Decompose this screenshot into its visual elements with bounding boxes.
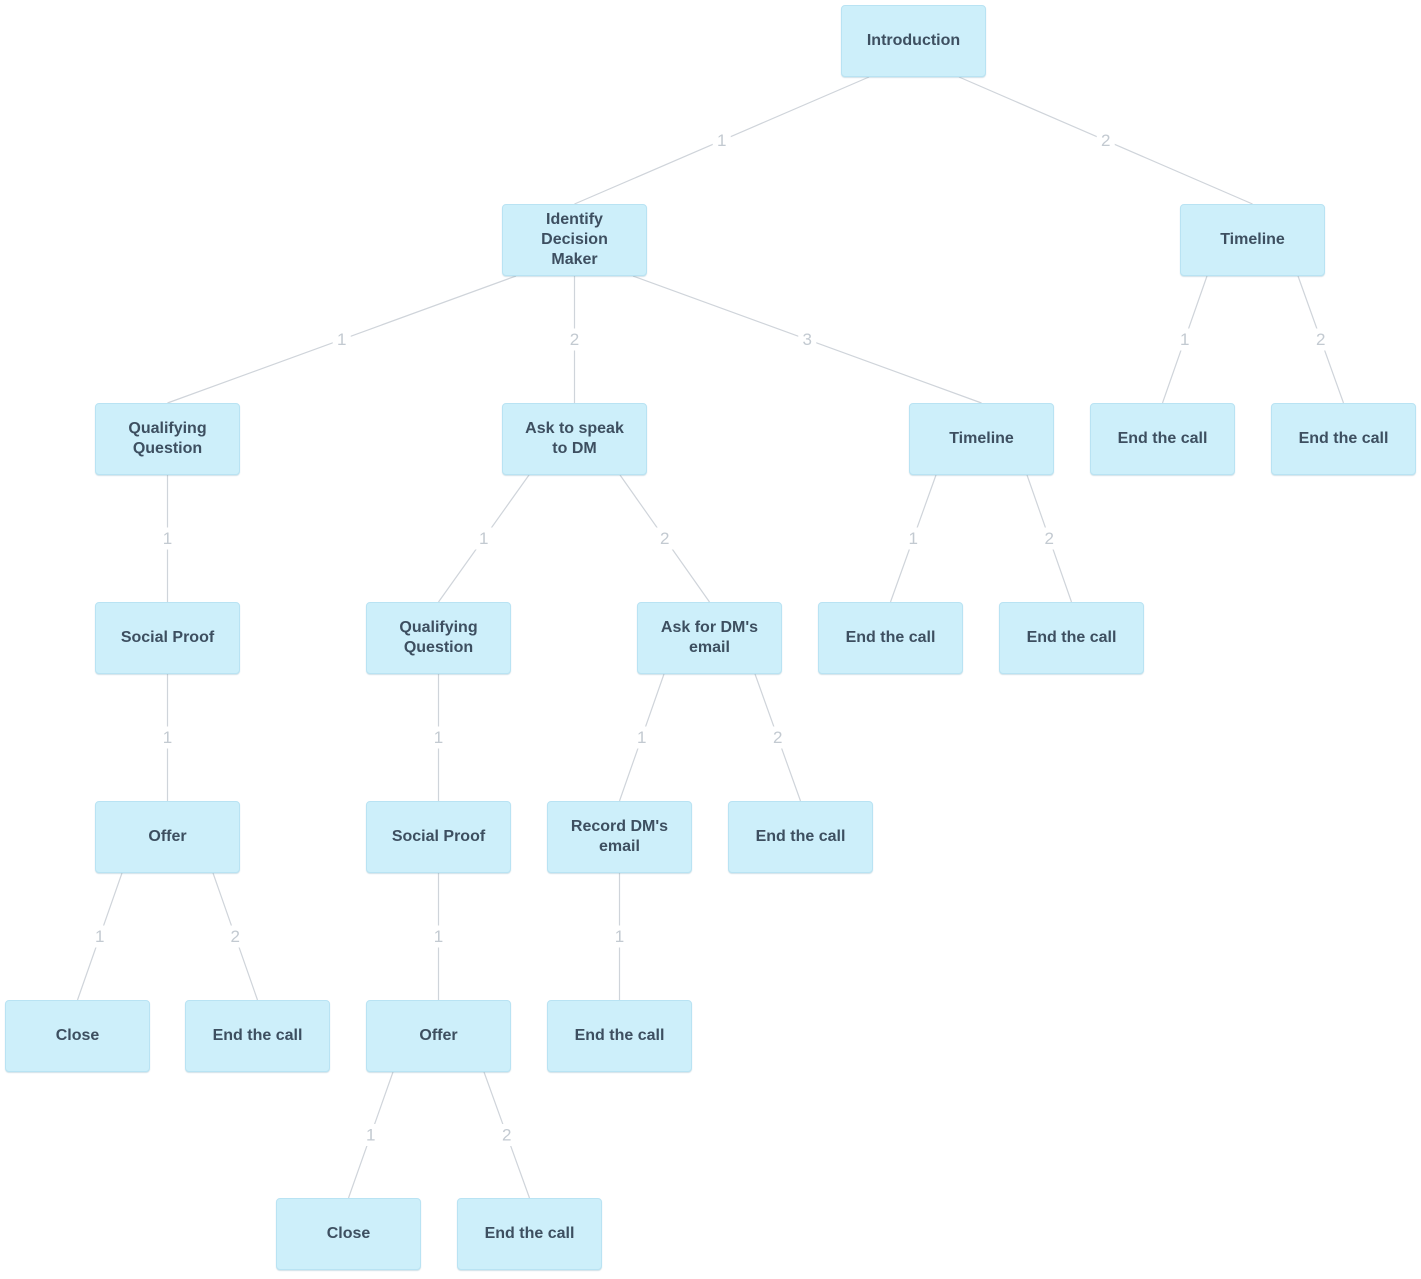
edge-label: 2 <box>1101 131 1110 150</box>
node-end-the-call[interactable]: End the call <box>1271 403 1416 475</box>
edge-label-background <box>1175 328 1194 351</box>
edge-label-background <box>655 527 674 550</box>
edge-label: 1 <box>434 728 443 747</box>
edge-label: 1 <box>637 728 646 747</box>
node-offer[interactable]: Offer <box>366 1000 511 1072</box>
edge-label: 1 <box>434 927 443 946</box>
node-label: End the call <box>845 629 936 646</box>
edge-label-background <box>226 925 245 948</box>
node-end-the-call[interactable]: End the call <box>457 1198 602 1270</box>
edge-label-background <box>429 925 448 948</box>
node-end-the-call[interactable]: End the call <box>818 602 963 674</box>
node-label: Ask for DM's email <box>660 619 759 656</box>
edge-label-background <box>332 328 351 351</box>
edge-label-background <box>474 527 493 550</box>
node-label: End the call <box>574 1027 665 1044</box>
edge-label: 1 <box>909 529 918 548</box>
node-end-the-call[interactable]: End the call <box>999 602 1144 674</box>
edge-label: 1 <box>337 330 346 349</box>
node-ask-to-speak-to-dm[interactable]: Ask to speak to DM <box>502 403 647 475</box>
edge-label: 3 <box>803 330 812 349</box>
node-end-the-call[interactable]: End the call <box>547 1000 692 1072</box>
edge-label: 2 <box>231 927 240 946</box>
node-label: End the call <box>212 1027 303 1044</box>
edge-label: 2 <box>1316 330 1325 349</box>
node-label: Record DM's email <box>570 818 669 855</box>
node-label: End the call <box>1298 430 1389 447</box>
node-label: End the call <box>1026 629 1117 646</box>
node-social-proof[interactable]: Social Proof <box>366 801 511 873</box>
node-close[interactable]: Close <box>5 1000 150 1072</box>
node-label: Introduction <box>866 32 961 49</box>
edge-label-background <box>1096 129 1115 152</box>
node-label: End the call <box>484 1225 575 1242</box>
node-label: Close <box>326 1225 371 1242</box>
node-record-dm-s-email[interactable]: Record DM's email <box>547 801 692 873</box>
node-timeline[interactable]: Timeline <box>1180 204 1325 276</box>
node-label: Timeline <box>1220 231 1285 248</box>
node-label: End the call <box>1117 430 1208 447</box>
node-end-the-call[interactable]: End the call <box>185 1000 330 1072</box>
edge-label-background <box>429 726 448 749</box>
node-identify-decision-maker[interactable]: Identify Decision Maker <box>502 204 647 276</box>
edge-label: 1 <box>1180 330 1189 349</box>
edge-label-background <box>90 925 109 948</box>
node-label: End the call <box>755 828 846 845</box>
edge-label-background <box>565 328 584 351</box>
node-offer[interactable]: Offer <box>95 801 240 873</box>
node-label: Qualifying Question <box>399 619 478 656</box>
node-label: Offer <box>419 1027 458 1044</box>
node-label: Timeline <box>949 430 1014 447</box>
edge-label-background <box>1040 527 1059 550</box>
edge-label-background <box>768 726 787 749</box>
node-label: Social Proof <box>391 828 486 845</box>
node-end-the-call[interactable]: End the call <box>728 801 873 873</box>
edge-label-background <box>712 129 731 152</box>
edge-label: 2 <box>1045 529 1054 548</box>
edge-label: 1 <box>366 1126 375 1145</box>
node-label: Social Proof <box>120 629 215 646</box>
edge-label-background <box>632 726 651 749</box>
edge-label: 2 <box>773 728 782 747</box>
edge-label: 1 <box>479 529 488 548</box>
node-label: Ask to speak to DM <box>525 420 624 457</box>
node-label: Identify Decision Maker <box>541 211 608 268</box>
node-qualifying-question[interactable]: Qualifying Question <box>95 403 240 475</box>
edge-label: 1 <box>95 927 104 946</box>
node-introduction[interactable]: Introduction <box>841 5 986 77</box>
node-social-proof[interactable]: Social Proof <box>95 602 240 674</box>
edge-label-background <box>158 726 177 749</box>
edge-label: 1 <box>717 131 726 150</box>
edge-label: 2 <box>660 529 669 548</box>
node-timeline[interactable]: Timeline <box>909 403 1054 475</box>
edge-label: 2 <box>502 1126 511 1145</box>
edge-label: 2 <box>570 330 579 349</box>
node-qualifying-question[interactable]: Qualifying Question <box>366 602 511 674</box>
edge-label: 1 <box>615 927 624 946</box>
node-close[interactable]: Close <box>276 1198 421 1270</box>
node-ask-for-dm-s-email[interactable]: Ask for DM's email <box>637 602 782 674</box>
edge-label-background <box>1311 328 1330 351</box>
node-label: Close <box>55 1027 100 1044</box>
edge-label-background <box>361 1124 380 1146</box>
node-label: Offer <box>148 828 187 845</box>
edge-label-background <box>610 925 629 948</box>
edge-label-background <box>798 328 817 351</box>
edge-label: 1 <box>163 529 172 548</box>
node-label: Qualifying Question <box>128 420 207 457</box>
edge-label-background <box>904 527 923 550</box>
edge-label: 1 <box>163 728 172 747</box>
node-end-the-call[interactable]: End the call <box>1090 403 1235 475</box>
edge-label-background <box>158 527 177 550</box>
edge-label-background <box>497 1124 516 1146</box>
